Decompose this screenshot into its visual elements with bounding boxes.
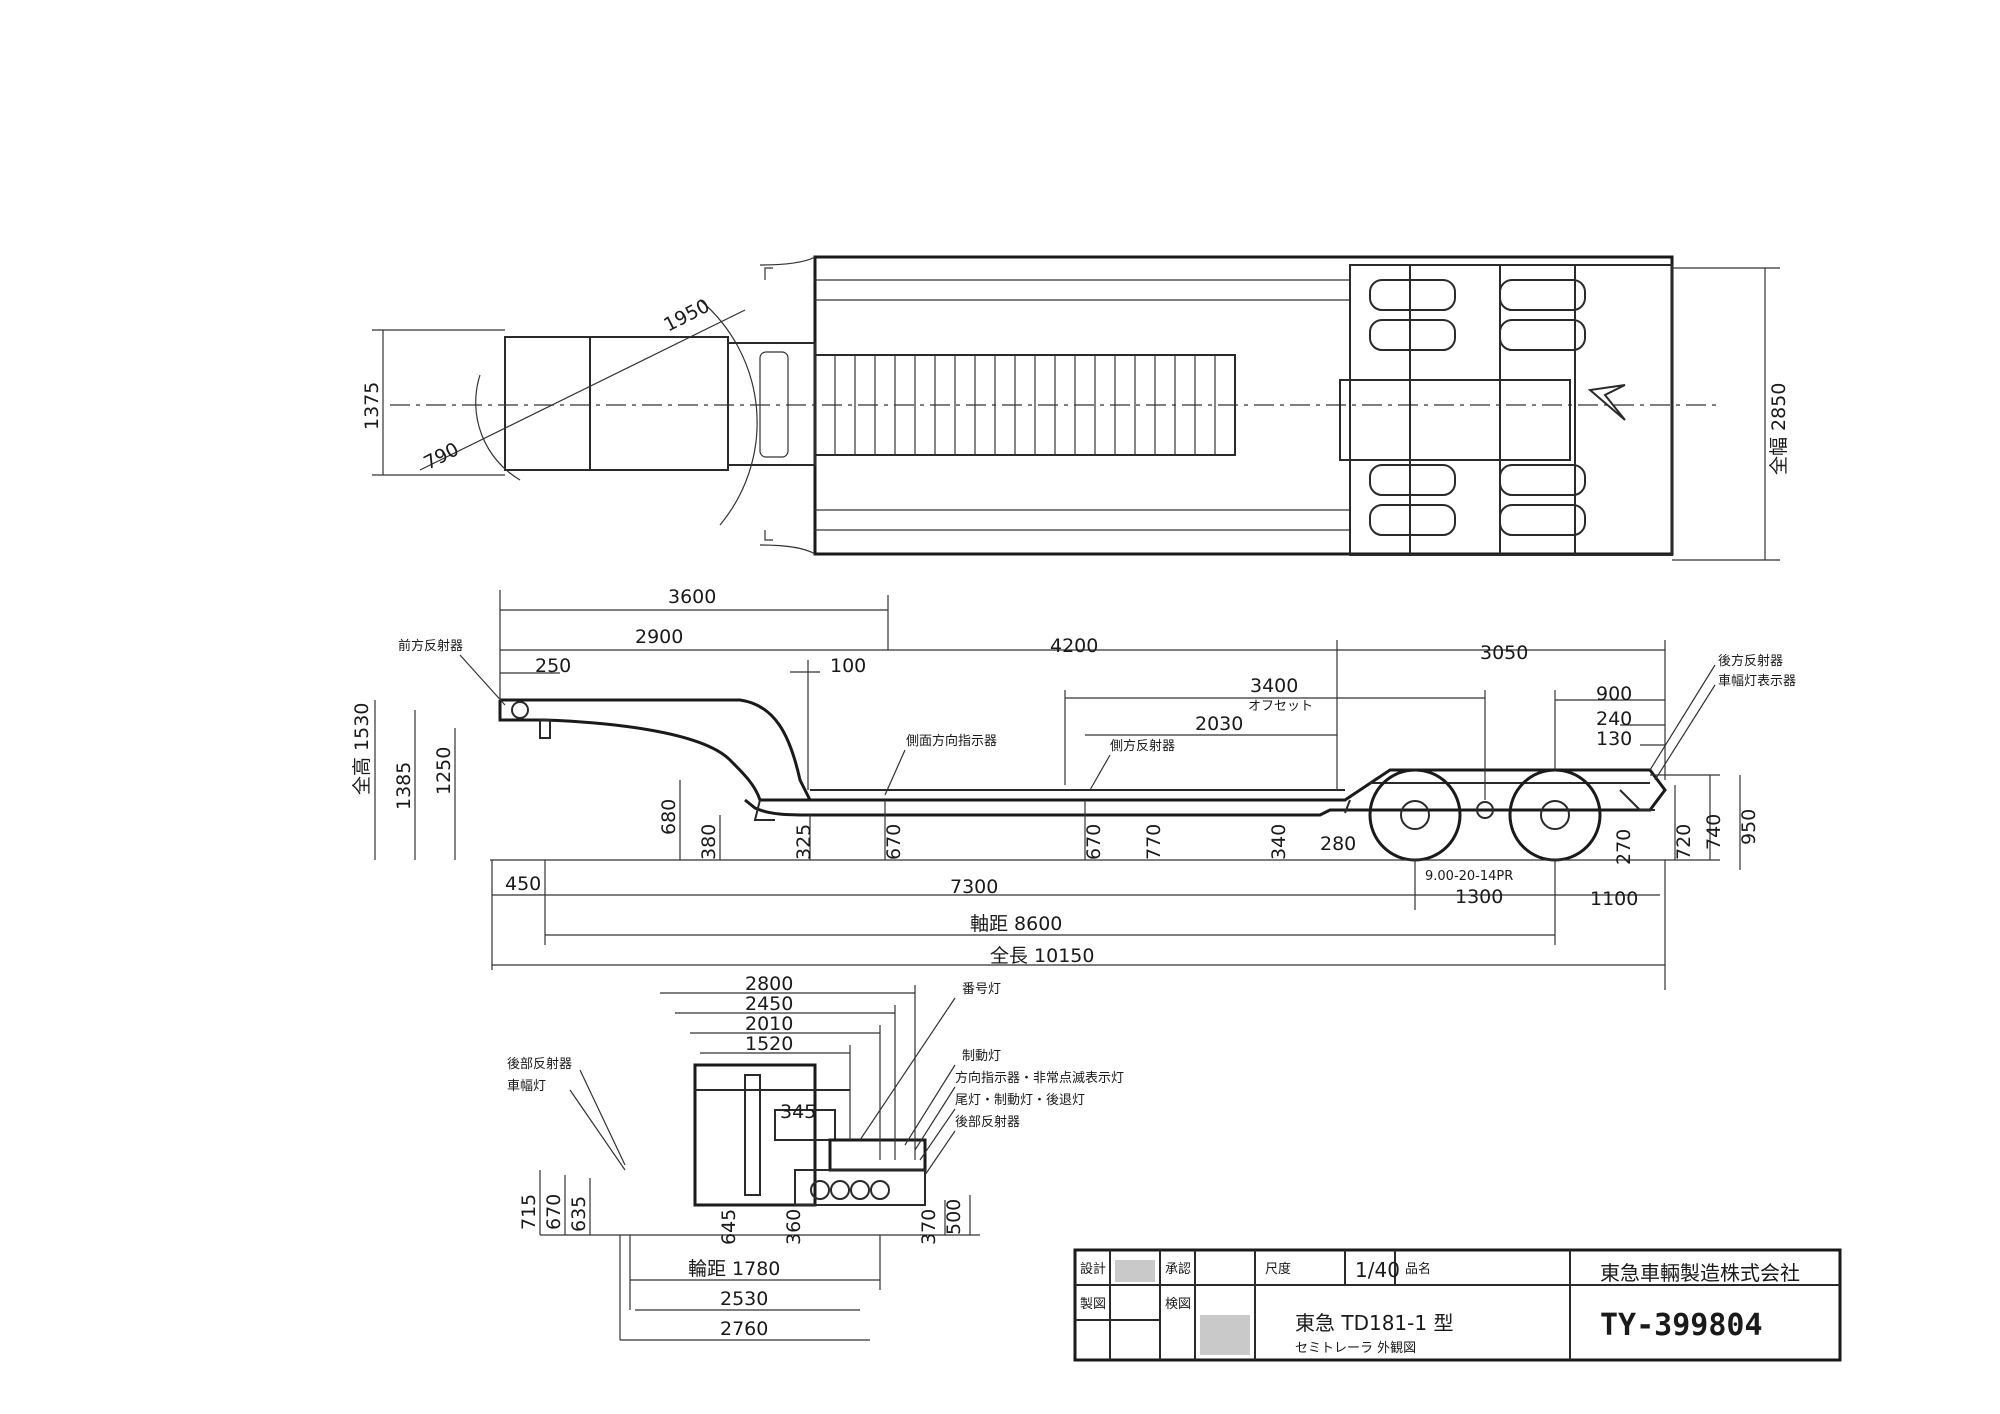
side-dim-670b: 670	[1083, 824, 1105, 860]
rear-dim-2450: 2450	[745, 993, 793, 1015]
side-dim-3050: 3050	[1480, 642, 1528, 664]
tb-check-label: 検図	[1165, 1297, 1191, 1312]
rear-deck	[828, 1138, 927, 1172]
side-dim-670a: 670	[883, 824, 905, 860]
side-dim-680: 680	[658, 799, 680, 835]
side-view: 3600 2900 4200 3050 250 100 3400 オフセット 2…	[351, 586, 1796, 990]
tb-drawn-label: 製図	[1080, 1297, 1106, 1312]
side-dim-240: 240	[1596, 708, 1632, 730]
redacted-designer	[1200, 1315, 1250, 1355]
rear-dim-2760: 2760	[720, 1318, 768, 1340]
side-dim-2900: 2900	[635, 626, 683, 648]
tb-subtitle: セミトレーラ 外観図	[1295, 1341, 1416, 1356]
tb-company: 東急車輛製造株式会社	[1600, 1261, 1800, 1285]
side-height-total-dim: 全高 1530	[351, 703, 373, 795]
side-dim-3400: 3400	[1250, 675, 1298, 697]
rear-label-turn-signal: 方向指示器・非常点滅表示灯	[955, 1070, 1124, 1086]
rear-dim-2800: 2800	[745, 973, 793, 995]
tb-drawing-number: TY-399804	[1600, 1308, 1763, 1343]
rear-dim-360: 360	[783, 1209, 805, 1245]
plan-arc-front	[475, 374, 521, 481]
rear-dim-500: 500	[943, 1199, 965, 1235]
side-dim-325: 325	[793, 824, 815, 860]
side-wheelbase-dim: 軸距 8600	[970, 913, 1062, 935]
side-overall-length-dim: 全長 10150	[990, 945, 1094, 967]
plan-overall-width-dim: 全幅 2850	[1768, 383, 1790, 475]
tb-scale-value: 1/40	[1355, 1258, 1400, 1282]
side-dim-450: 450	[505, 873, 541, 895]
title-block: 設計 承認 検図 製図 尺度 1/40 品名 東急 TD181-1 型 セミトレ…	[1073, 1248, 1842, 1362]
plan-tires	[1369, 279, 1586, 536]
rear-label-rear-reflector2: 後部反射器	[955, 1114, 1020, 1130]
side-dim-900: 900	[1596, 683, 1632, 705]
tb-approval-label: 承認	[1165, 1261, 1191, 1277]
side-dim-1385: 1385	[393, 762, 415, 810]
rear-view: 2800 2450 2010 1520 345 715 670 635 645 …	[507, 973, 1124, 1341]
rear-gooseneck	[693, 1063, 817, 1207]
side-dim-950: 950	[1738, 809, 1760, 845]
side-dim-280: 280	[1320, 833, 1356, 855]
plan-kingpin-offset-dim: 790	[420, 438, 462, 474]
side-tire-size: 9.00-20-14PR	[1425, 869, 1513, 884]
side-dim-270: 270	[1613, 829, 1635, 865]
rear-dim-670: 670	[543, 1194, 565, 1230]
side-frame-outline	[498, 700, 1667, 817]
rear-dim-370: 370	[918, 1209, 940, 1245]
rear-dim-345: 345	[780, 1101, 816, 1123]
rear-dim-645: 645	[718, 1209, 740, 1245]
side-dim-720: 720	[1673, 824, 1695, 860]
side-dim-770: 770	[1143, 824, 1165, 860]
rear-label-tail-lamp: 尾灯・制動灯・後退灯	[955, 1093, 1085, 1108]
plan-tractor	[504, 336, 729, 471]
tb-name-label: 品名	[1405, 1261, 1431, 1277]
side-dim-1300: 1300	[1455, 886, 1503, 908]
plan-kingpin-mark	[1587, 384, 1626, 421]
side-dim-740: 740	[1703, 814, 1725, 850]
plan-rear-axle-area	[1349, 264, 1673, 556]
rear-track-dim: 輪距 1780	[688, 1258, 780, 1280]
plan-cab-width-dim: 1375	[361, 382, 383, 430]
tb-model: 東急 TD181-1 型	[1295, 1311, 1453, 1335]
rear-dim-715: 715	[518, 1194, 540, 1230]
rear-dim-2010: 2010	[745, 1013, 793, 1035]
plan-arc-rear	[699, 299, 758, 526]
side-dim-3600: 3600	[668, 586, 716, 608]
rear-dim-635: 635	[568, 1196, 590, 1232]
side-dim-100: 100	[830, 655, 866, 677]
tb-scale-label: 尺度	[1265, 1261, 1291, 1277]
side-dim-250: 250	[535, 655, 571, 677]
rear-label-stop-lamp: 制動灯	[962, 1049, 1001, 1064]
rear-label-rear-reflector: 後部反射器	[507, 1056, 572, 1072]
side-label-front-reflector: 前方反射器	[398, 638, 463, 654]
plan-turn-radius-dim: 1950	[660, 295, 713, 337]
side-label-side-reflector: 側方反射器	[1110, 738, 1175, 754]
side-dim-1100: 1100	[1590, 888, 1638, 910]
rear-dim-1520: 1520	[745, 1033, 793, 1055]
redacted-approver	[1115, 1260, 1155, 1282]
title-block-frame	[1073, 1248, 1842, 1362]
side-dim-130: 130	[1596, 728, 1632, 750]
side-label-side-marker: 側面方向指示器	[906, 733, 997, 749]
rear-label-width-lamp: 車幅灯	[507, 1079, 546, 1094]
plan-radius-line	[419, 309, 746, 471]
side-dim-1250: 1250	[433, 747, 455, 795]
rear-wheels	[810, 1180, 890, 1200]
rear-dim-2530: 2530	[720, 1288, 768, 1310]
side-dim-7300: 7300	[950, 876, 998, 898]
side-offset-label: オフセット	[1248, 699, 1313, 714]
side-dim-380: 380	[698, 824, 720, 860]
plan-view: 1375 1950 790 全幅 2850	[361, 255, 1790, 561]
rear-label-number-lamp: 番号灯	[962, 982, 1001, 997]
tb-design-label: 設計	[1080, 1261, 1106, 1277]
side-dim-4200: 4200	[1050, 635, 1098, 657]
side-label-rear-reflector: 後方反射器	[1718, 653, 1783, 669]
side-dim-2030: 2030	[1195, 713, 1243, 735]
side-label-rear-marker: 車幅灯表示器	[1718, 674, 1796, 689]
side-dim-340: 340	[1268, 824, 1290, 860]
